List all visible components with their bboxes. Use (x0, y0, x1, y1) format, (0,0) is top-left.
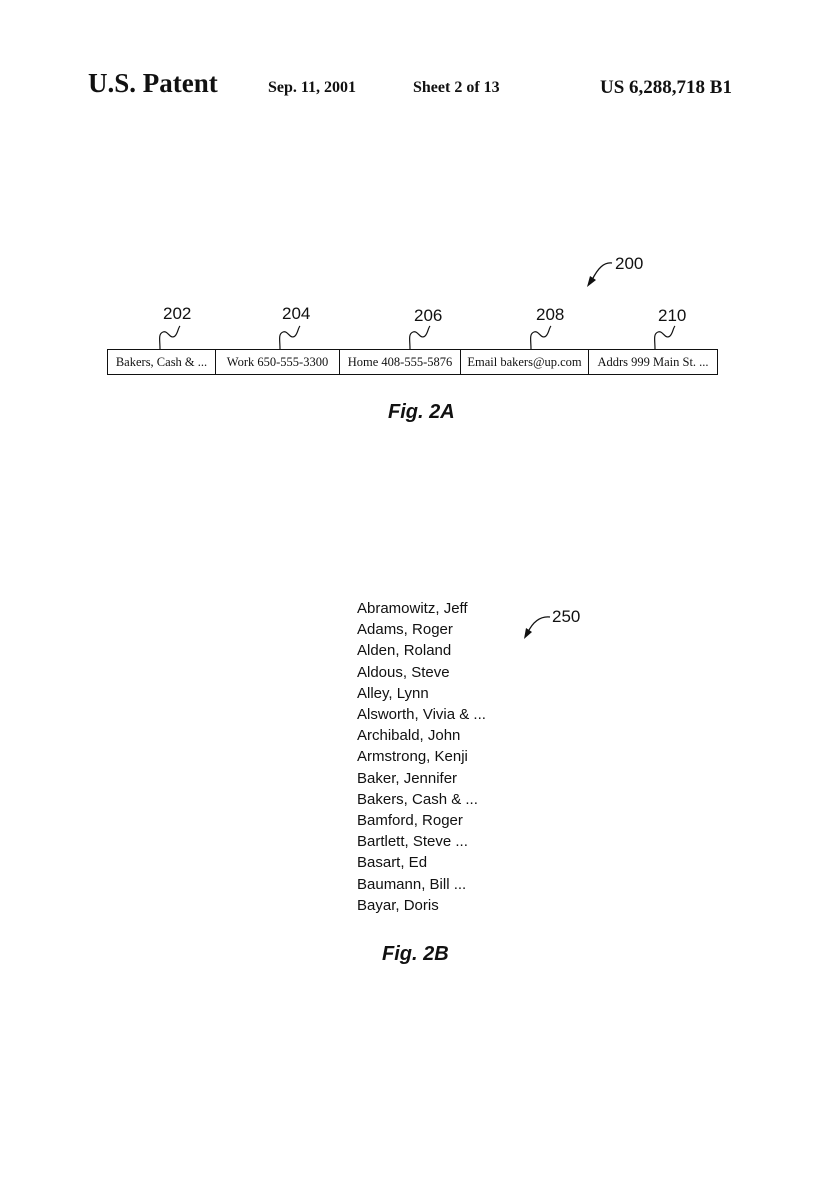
squiggle-leader-204 (279, 325, 301, 350)
arrowhead-250 (524, 628, 532, 639)
ref-label-210: 210 (658, 306, 686, 325)
list-item: Alden, Roland (357, 642, 452, 660)
list-item: Bayar, Doris (357, 896, 439, 914)
leader-arrow-250 (527, 616, 551, 633)
ref-label-206: 206 (414, 306, 442, 325)
ref-label-204: 204 (282, 304, 310, 323)
contact-summary-row: Bakers, Cash & ... Work 650-555-3300 Hom… (107, 349, 718, 375)
list-item: Basart, Ed (357, 854, 428, 872)
list-item: Archibald, John (357, 727, 461, 745)
list-item: Alsworth, Vivia & ... (357, 706, 486, 724)
ref-label-250: 250 (552, 607, 580, 626)
squiggle-leader-202 (159, 325, 181, 350)
squiggle-leader-208 (530, 325, 552, 350)
list-item: Aldous, Steve (357, 663, 450, 681)
sheet-number: Sheet 2 of 13 (413, 79, 500, 96)
list-item: Adams, Roger (357, 621, 453, 639)
leader-arrow-200 (591, 262, 613, 281)
patent-office-title: U.S. Patent (88, 68, 218, 98)
list-item: Abramowitz, Jeff (357, 600, 468, 617)
patent-date: Sep. 11, 2001 (268, 79, 357, 96)
list-item: Bamford, Roger (357, 812, 463, 830)
name-cell: Bakers, Cash & ... (108, 350, 216, 374)
ref-label-208: 208 (536, 305, 564, 324)
patent-number: US 6,288,718 B1 (600, 77, 732, 98)
list-item: Armstrong, Kenji (357, 748, 468, 766)
ref-label-202: 202 (163, 304, 191, 323)
squiggle-leader-210 (654, 325, 676, 350)
figure-caption-2a: Fig. 2A (388, 401, 455, 423)
list-item: Bartlett, Steve ... (357, 833, 468, 851)
list-item: Baumann, Bill ... (357, 875, 467, 893)
list-item: Alley, Lynn (357, 684, 429, 702)
ref-label-200: 200 (615, 254, 643, 273)
squiggle-leader-206 (409, 325, 431, 350)
work-phone-cell: Work 650-555-3300 (216, 350, 340, 374)
home-phone-cell: Home 408-555-5876 (340, 350, 461, 374)
list-item: Bakers, Cash & ... (357, 790, 478, 808)
address-cell: Addrs 999 Main St. ... (597, 354, 709, 369)
figure-caption-2b: Fig. 2B (382, 943, 449, 965)
arrowhead-200 (587, 276, 596, 287)
email-cell: Email bakers@up.com (461, 350, 589, 374)
list-item: Baker, Jennifer (357, 769, 458, 787)
